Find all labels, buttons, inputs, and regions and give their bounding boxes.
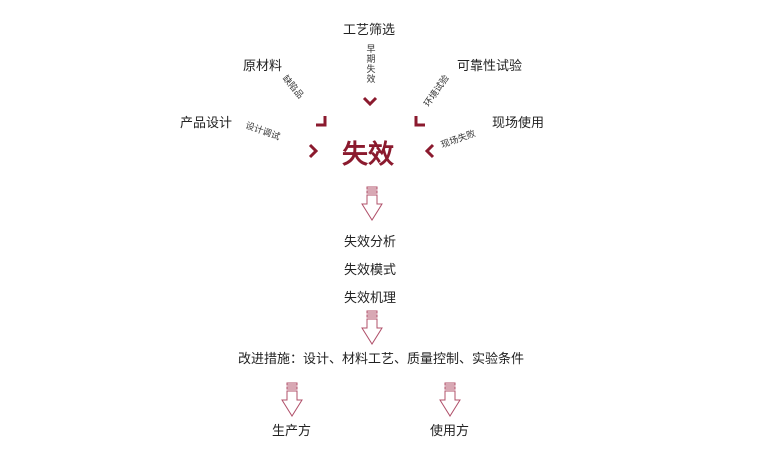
chevron-corner-icon <box>316 116 327 127</box>
analysis-step: 失效分析 <box>344 235 397 250</box>
hollow-down-arrow-icon <box>439 382 461 417</box>
edge-label-reliability: 环境试验 <box>422 73 452 109</box>
analysis-step: 失效模式 <box>344 263 397 278</box>
edge-label-design-debug: 设计调试 <box>243 121 282 143</box>
output-user: 使用方 <box>430 424 470 439</box>
node-field-use: 现场使用 <box>492 116 545 131</box>
node-product-design: 产品设计 <box>180 116 233 131</box>
node-process-screening: 工艺筛选 <box>343 23 396 38</box>
center-failure: 失效 <box>342 140 395 170</box>
chevron-right-icon <box>308 143 318 159</box>
improvement-measures: 改进措施：设计、材料工艺、质量控制、实验条件 <box>238 352 525 367</box>
chevron-down-icon <box>362 96 378 106</box>
edge-label-early-failure: 早期失效 <box>366 45 376 85</box>
hollow-down-arrow-icon <box>361 186 383 221</box>
node-raw-material: 原材料 <box>243 59 283 74</box>
hollow-down-arrow-icon <box>361 310 383 345</box>
node-reliability-test: 可靠性试验 <box>457 59 523 74</box>
chevron-corner-icon <box>414 116 425 127</box>
edge-label-field-failure: 现场失败 <box>439 129 478 151</box>
output-producer: 生产方 <box>272 424 312 439</box>
analysis-step: 失效机理 <box>344 291 397 306</box>
hollow-down-arrow-icon <box>281 382 303 417</box>
chevron-left-icon <box>425 143 435 159</box>
edge-label-raw-material: 缺陷品 <box>279 73 305 102</box>
